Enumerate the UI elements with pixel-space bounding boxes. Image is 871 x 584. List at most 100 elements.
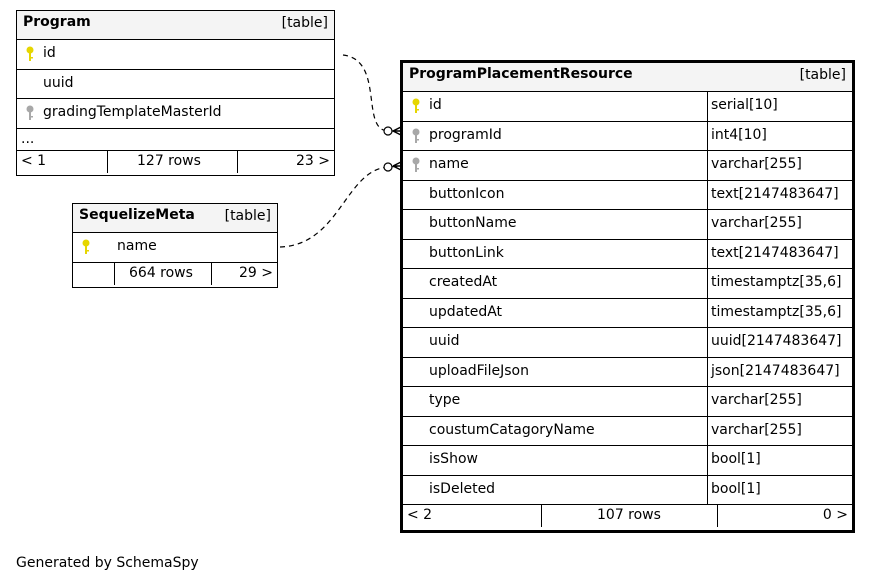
column-divider [707, 269, 708, 299]
column-type: varchar[255] [711, 156, 802, 172]
foreign-key-icon [412, 157, 420, 172]
table-footer: 664 rows 29 > [73, 262, 277, 287]
column-row-uuid[interactable]: uuid [17, 70, 334, 99]
table-name[interactable]: Program [23, 14, 91, 30]
column-row-isdeleted[interactable]: isDeleted bool[1] [403, 475, 852, 505]
column-divider [707, 387, 708, 417]
column-name: name [429, 156, 469, 172]
column-divider [707, 92, 708, 122]
table-header: SequelizeMeta [table] [73, 204, 277, 233]
column-row-createdat[interactable]: createdAt timestamptz[35,6] [403, 269, 852, 299]
column-row-updatedat[interactable]: updatedAt timestamptz[35,6] [403, 298, 852, 328]
column-row-more: ... [17, 129, 334, 151]
column-row-name[interactable]: name varchar[255] [403, 151, 852, 181]
column-type: json[2147483647] [711, 362, 840, 379]
column-row-buttonlink[interactable]: buttonLink text[2147483647] [403, 239, 852, 269]
column-type: timestamptz[35,6] [711, 303, 842, 320]
column-name: uuid [43, 74, 74, 91]
table-kind: [table] [224, 208, 271, 224]
column-type: text[2147483647] [711, 244, 839, 261]
primary-key-icon [82, 239, 90, 254]
column-list: id serial[10] programId int4[10] name varchar… [403, 92, 852, 505]
column-name: isShow [429, 451, 478, 467]
foreign-key-icon [412, 128, 420, 143]
column-divider [707, 151, 708, 181]
row-count: 107 rows [597, 507, 661, 523]
column-type: text[2147483647] [711, 185, 839, 202]
column-name: buttonName [429, 215, 517, 231]
child-count-link[interactable]: 29 > [239, 264, 273, 281]
column-name: name [117, 238, 157, 254]
footer-divider [237, 150, 238, 173]
table-name[interactable]: ProgramPlacementResource [409, 66, 633, 82]
footer-divider [211, 262, 212, 285]
column-name: programId [429, 126, 502, 143]
primary-key-icon [412, 98, 420, 113]
relationship-optional-marker [383, 162, 393, 172]
column-row-isshow[interactable]: isShow bool[1] [403, 446, 852, 476]
parent-count-link[interactable]: < 2 [407, 507, 433, 523]
column-type: serial[10] [711, 97, 778, 113]
column-name: coustumCatagoryName [429, 421, 595, 438]
column-name: id [43, 45, 56, 61]
table-programplacementresource[interactable]: ProgramPlacementResource [table] id seria… [400, 60, 855, 533]
column-row-programid[interactable]: programId int4[10] [403, 121, 852, 151]
column-type: varchar[255] [711, 421, 802, 438]
column-divider [707, 357, 708, 387]
relationship-optional-marker [383, 126, 393, 136]
column-divider [707, 328, 708, 358]
column-row-uploadfilejson[interactable]: uploadFileJson json[2147483647] [403, 357, 852, 387]
column-type: timestamptz[35,6] [711, 274, 842, 290]
column-name: gradingTemplateMasterId [43, 104, 222, 120]
column-name: buttonLink [429, 244, 504, 261]
table-program[interactable]: Program [table] id uuid gradingTemplateM… [16, 10, 335, 176]
generator-credit: Generated by SchemaSpy [16, 555, 199, 571]
column-divider [707, 180, 708, 210]
column-divider [707, 298, 708, 328]
column-row-uuid[interactable]: uuid uuid[2147483647] [403, 328, 852, 358]
column-row-coustumcatagoryname[interactable]: coustumCatagoryName varchar[255] [403, 416, 852, 446]
column-row-id[interactable]: id serial[10] [403, 92, 852, 122]
table-header: ProgramPlacementResource [table] [403, 63, 852, 92]
column-row-id[interactable]: id [17, 40, 334, 70]
parent-count-link[interactable]: < 1 [21, 152, 47, 169]
footer-divider [541, 505, 542, 527]
column-divider [707, 210, 708, 240]
column-name: uploadFileJson [429, 362, 529, 379]
child-count-link[interactable]: 0 > [822, 507, 848, 523]
column-divider [707, 475, 708, 505]
column-type: uuid[2147483647] [711, 333, 842, 349]
table-name[interactable]: SequelizeMeta [79, 207, 195, 223]
table-footer: < 2 107 rows 0 > [403, 505, 852, 530]
relationship-program-id-to-programid [342, 54, 402, 132]
column-type: bool[1] [711, 451, 761, 467]
primary-key-icon [26, 46, 34, 61]
table-footer: < 1 127 rows 23 > [17, 150, 334, 175]
table-sequelizemeta[interactable]: SequelizeMeta [table] name 664 rows 29 > [72, 203, 278, 288]
column-name: type [429, 392, 461, 408]
column-name: createdAt [429, 274, 498, 290]
row-count: 127 rows [137, 152, 201, 169]
column-row-name[interactable]: name [73, 233, 277, 263]
column-name: isDeleted [429, 480, 496, 497]
column-type: bool[1] [711, 480, 761, 497]
column-name: buttonIcon [429, 185, 505, 202]
footer-divider [107, 150, 108, 173]
column-name: updatedAt [429, 303, 503, 320]
column-name: id [429, 97, 442, 113]
column-name: uuid [429, 333, 460, 349]
relationship-sequelizemeta-name-to-name [279, 165, 403, 248]
row-count: 664 rows [129, 264, 193, 281]
column-divider [707, 239, 708, 269]
column-type: int4[10] [711, 126, 767, 143]
footer-divider [114, 262, 115, 285]
column-row-gradingtemplatemasterid[interactable]: gradingTemplateMasterId [17, 99, 334, 129]
column-divider [707, 121, 708, 151]
column-row-buttonicon[interactable]: buttonIcon text[2147483647] [403, 180, 852, 210]
foreign-key-icon [26, 105, 34, 120]
column-divider [707, 446, 708, 476]
table-kind: [table] [281, 15, 328, 31]
child-count-link[interactable]: 23 > [296, 152, 330, 169]
